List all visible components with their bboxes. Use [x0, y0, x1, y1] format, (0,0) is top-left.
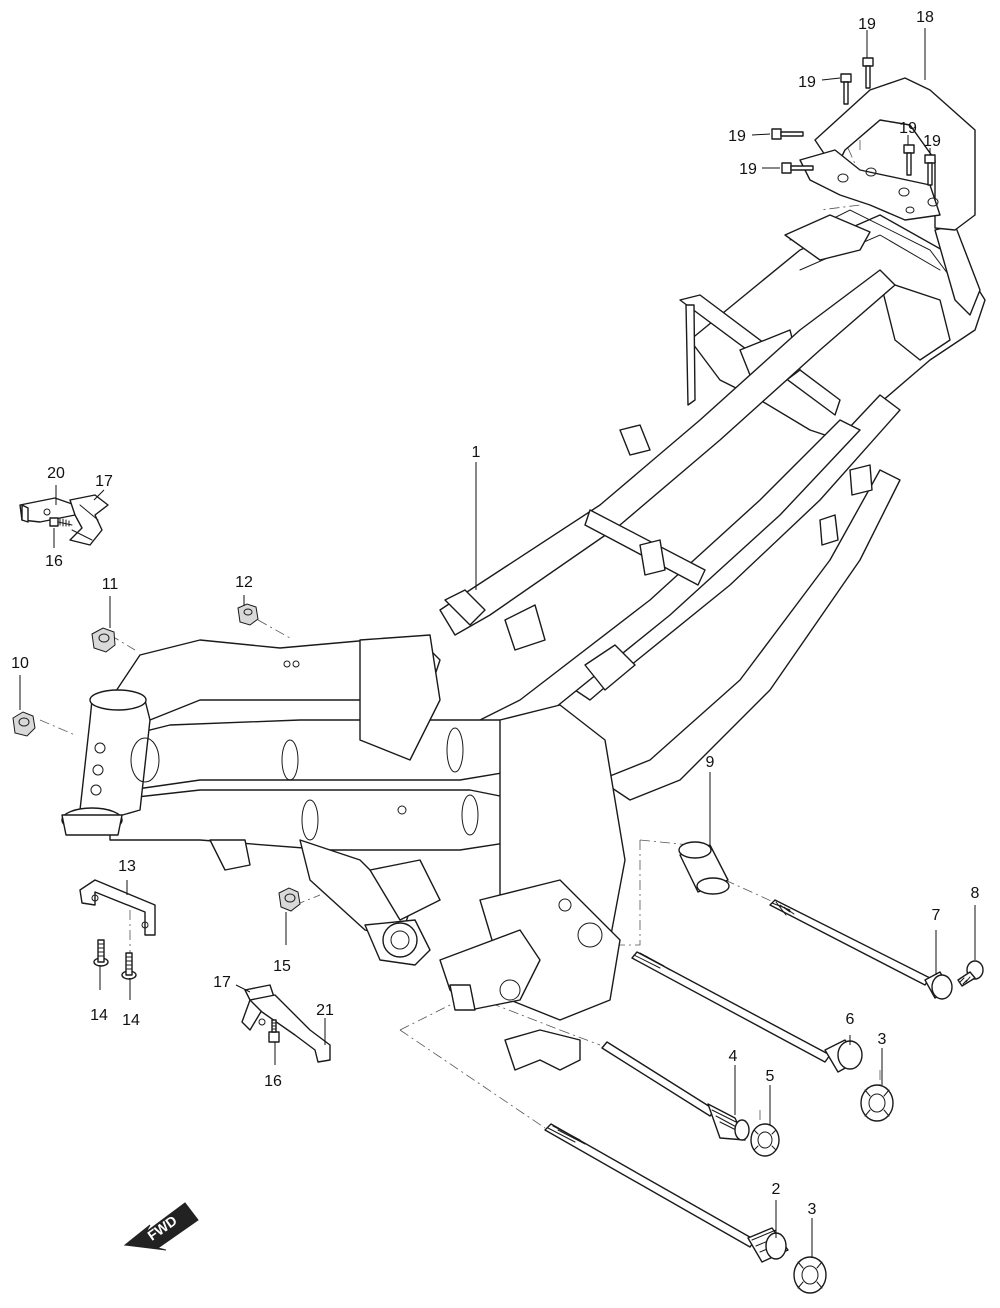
leader-lines — [19, 28, 976, 1258]
grab-rail-bolts — [771, 57, 936, 186]
bolt-19-icon — [771, 128, 804, 140]
part-labels: 1 2 3 3 4 5 6 7 8 9 10 11 12 13 14 14 15… — [11, 9, 979, 1218]
label-part-9: 9 — [706, 754, 715, 771]
bolt-6-icon — [631, 951, 863, 1073]
label-part-14: 14 — [90, 1007, 108, 1024]
bracket-21-icon — [249, 994, 331, 1063]
bolt-16-icon — [49, 517, 73, 527]
bolt-16-icon — [268, 1019, 280, 1043]
label-part-2: 2 — [772, 1181, 781, 1198]
bolt-19-icon — [840, 73, 852, 105]
bolt-19-icon — [903, 144, 915, 176]
label-part-5: 5 — [766, 1068, 775, 1085]
screw-14-icon — [93, 939, 109, 967]
nut-11-icon — [91, 627, 116, 653]
grab-rail — [799, 77, 976, 231]
label-part-1: 1 — [472, 444, 481, 461]
label-part-4: 4 — [729, 1048, 738, 1065]
bolt-19-icon — [924, 154, 936, 186]
label-part-19: 19 — [739, 161, 757, 178]
label-part-15: 15 — [273, 958, 291, 975]
label-part-21: 21 — [316, 1002, 334, 1019]
bolt-8-icon — [957, 960, 984, 987]
label-part-3: 3 — [878, 1031, 887, 1048]
bolt-4-icon — [601, 1041, 750, 1141]
nut-15-icon — [278, 887, 301, 912]
nut-10-icon — [12, 711, 36, 737]
label-part-19: 19 — [899, 120, 917, 137]
main-frame — [61, 209, 986, 1071]
label-part-8: 8 — [971, 885, 980, 902]
label-part-3: 3 — [808, 1201, 817, 1218]
label-part-19: 19 — [858, 16, 876, 33]
label-part-19: 19 — [923, 133, 941, 150]
nut-12-icon — [237, 603, 259, 626]
label-part-17: 17 — [213, 974, 231, 991]
label-part-14: 14 — [122, 1012, 140, 1029]
forward-direction-arrow: FWD — [123, 1202, 199, 1251]
label-part-18: 18 — [916, 9, 934, 26]
screw-14-icon — [121, 952, 137, 980]
label-part-16: 16 — [264, 1073, 282, 1090]
nut-3-icon — [793, 1256, 827, 1294]
label-part-11: 11 — [102, 576, 119, 593]
label-part-20: 20 — [47, 465, 65, 482]
bolt-7-icon — [769, 899, 953, 1000]
bolt-2-icon — [544, 1123, 789, 1263]
collar-9-icon — [678, 841, 730, 895]
label-part-19: 19 — [728, 128, 746, 145]
label-part-19: 19 — [798, 74, 816, 91]
label-part-6: 6 — [846, 1011, 855, 1028]
bracket-20-icon — [19, 497, 76, 523]
label-part-17: 17 — [95, 473, 113, 490]
label-part-13: 13 — [118, 858, 136, 875]
label-part-10: 10 — [11, 655, 29, 672]
label-part-16: 16 — [45, 553, 63, 570]
clip-17-icon — [69, 494, 109, 546]
nut-3-icon — [860, 1084, 894, 1122]
label-part-7: 7 — [932, 907, 941, 924]
label-part-12: 12 — [235, 574, 253, 591]
nut-5-icon — [750, 1123, 780, 1157]
bolt-19-icon — [781, 162, 814, 174]
bolt-19-icon — [862, 57, 874, 89]
bracket-13-icon — [79, 879, 156, 936]
